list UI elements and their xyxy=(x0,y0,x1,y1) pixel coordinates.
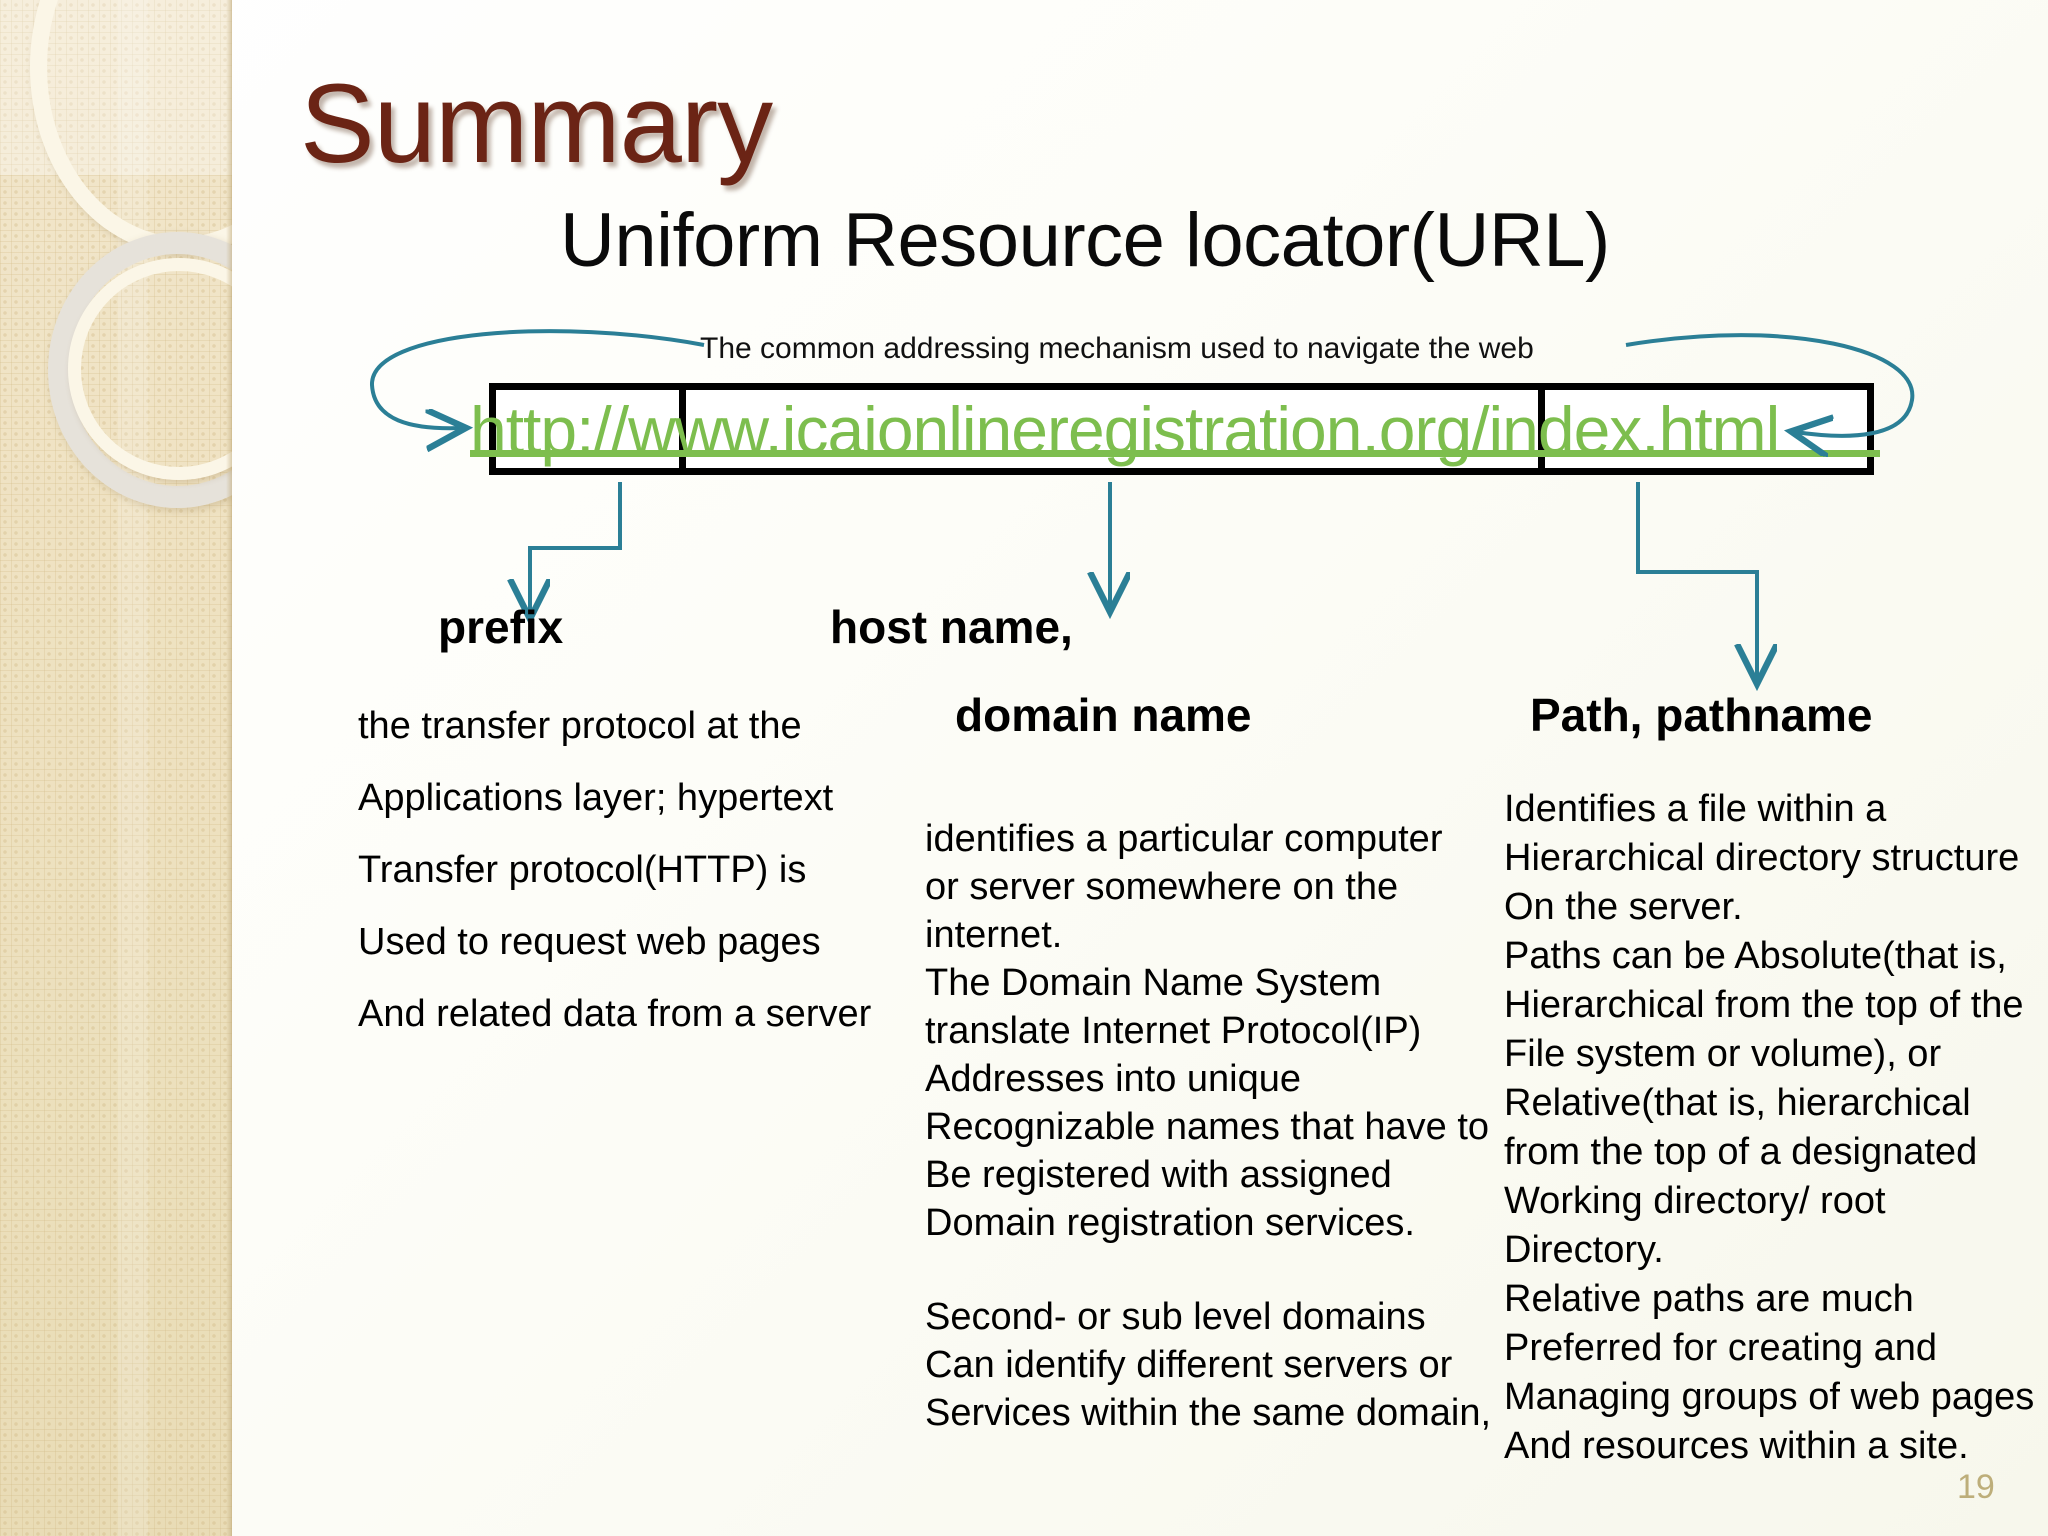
url-divider-host-path xyxy=(1538,383,1545,475)
text-line: Hierarchical from the top of the xyxy=(1504,984,2024,1026)
text-line: Applications layer; hypertext xyxy=(358,777,834,819)
url-underline xyxy=(470,450,1880,457)
text-line: Identifies a file within a xyxy=(1504,788,1887,830)
text-line: Recognizable names that have to xyxy=(925,1106,1490,1148)
page-subtitle: Uniform Resource locator(URL) xyxy=(560,198,1610,283)
text-line: Can identify different servers or xyxy=(925,1344,1453,1386)
label-path-pathname: Path, pathname xyxy=(1530,689,1873,741)
column-host-body: identifies a particular computer or serv… xyxy=(925,815,1505,1437)
text-line: Working directory/ root xyxy=(1504,1180,1886,1222)
label-domain-name: domain name xyxy=(955,689,1252,741)
text-line: the transfer protocol at the xyxy=(358,705,802,747)
text-line: internet. xyxy=(925,914,1063,956)
column-path-body: Identifies a file within a Hierarchical d… xyxy=(1504,785,2048,1471)
label-prefix: prefix xyxy=(438,601,564,653)
text-line: File system or volume), or xyxy=(1504,1033,1942,1075)
text-line xyxy=(925,1247,1505,1293)
text-line: Relative(that is, hierarchical xyxy=(1504,1082,1971,1124)
page-number: 19 xyxy=(1957,1468,1995,1506)
text-line: Paths can be Absolute(that is, xyxy=(1504,935,2007,977)
text-line: Directory. xyxy=(1504,1229,1664,1271)
text-line: And resources within a site. xyxy=(1504,1425,1969,1467)
sidebar-edge-shadow xyxy=(226,0,232,1536)
url-text[interactable]: http://www.icaionlineregistration.org/in… xyxy=(470,393,1780,467)
text-line: translate Internet Protocol(IP) xyxy=(925,1010,1422,1052)
text-line: The Domain Name System xyxy=(925,962,1382,1004)
text-line: identifies a particular computer xyxy=(925,818,1443,860)
page-title: Summary xyxy=(300,61,773,186)
text-line: Preferred for creating and xyxy=(1504,1327,1938,1369)
text-line: Addresses into unique xyxy=(925,1058,1302,1100)
text-line: Be registered with assigned xyxy=(925,1154,1392,1196)
decorative-sidebar xyxy=(0,0,232,1536)
text-line: Services within the same domain, xyxy=(925,1392,1492,1434)
text-line: Transfer protocol(HTTP) is xyxy=(358,849,807,891)
text-line: Used to request web pages xyxy=(358,921,821,963)
text-line: And related data from a server xyxy=(358,993,872,1035)
text-line: Hierarchical directory structure xyxy=(1504,837,2020,879)
text-line: Domain registration services. xyxy=(925,1202,1415,1244)
text-line: Managing groups of web pages xyxy=(1504,1376,2035,1418)
text-line: or server somewhere on the xyxy=(925,866,1399,908)
text-line: Second- or sub level domains xyxy=(925,1296,1426,1338)
text-line: On the server. xyxy=(1504,886,1743,928)
diagram-caption: The common addressing mechanism used to … xyxy=(700,332,1534,365)
label-host-name: host name, xyxy=(830,601,1073,653)
text-line: Relative paths are much xyxy=(1504,1278,1914,1320)
text-line: from the top of a designated xyxy=(1504,1131,1978,1173)
